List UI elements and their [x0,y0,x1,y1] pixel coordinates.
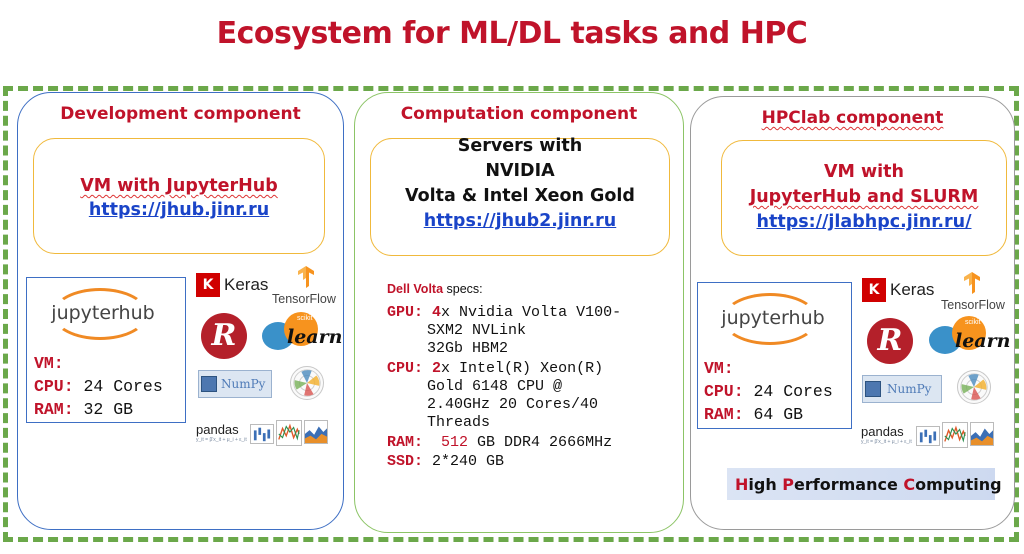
computation-line2: NVIDIA [485,161,555,181]
hpclab-seaborn-area-icon [970,422,994,446]
r-language-icon: R [201,313,247,359]
development-spec-ram: RAM: 32 GB [34,400,134,419]
computation-line1: Servers with [457,136,583,156]
computation-server-box [370,138,670,256]
computation-gpu-line3: 32Gb HBM2 [427,340,509,357]
computation-specs-title: Dell Volta specs: [387,282,483,296]
hpclab-vm-box [721,140,1007,256]
pandas-chart-icon [250,424,274,444]
tensorflow-label: TensorFlow [272,292,336,306]
keras-label: Keras [224,275,269,294]
development-link[interactable]: https://jhub.jinr.ru [88,200,270,220]
hpclab-title: HPClab component [761,108,944,128]
keras-icon: K [196,273,220,297]
matplotlib-icon [290,366,324,400]
sklearn-label: learn [287,326,343,348]
hpclab-pandas-label: pandas [861,424,904,439]
hpclab-keras-icon: K [862,278,886,302]
computation-link[interactable]: https://jhub2.jinr.ru [423,211,617,231]
hpclab-vm-line1: VM with [823,162,905,182]
jupyterhub-logo-text: jupyterhub [51,302,155,324]
computation-cpu-line2: Gold 6148 CPU @ [427,378,563,395]
hpclab-matplotlib-icon [957,370,991,404]
computation-cpu-line3: 2.40GHz 20 Cores/40 [427,396,599,413]
seaborn-area-icon [304,420,328,444]
ecosystem-frame [3,86,1019,542]
computation-ram-line: RAM: 512 GB DDR4 2666MHz [387,434,613,451]
hpclab-jupyterhub-logo-text: jupyterhub [721,307,825,329]
development-title: Development component [60,104,301,124]
development-vm-box [33,138,325,254]
page-title: Ecosystem for ML/DL tasks and HPC [216,16,808,51]
hpclab-sklearn-icon-orange [952,316,986,350]
sklearn-icon-orange [284,312,318,346]
hpclab-jupyterhub-logo [722,293,818,345]
hpclab-spec-vm: VM: [704,359,734,378]
computation-line3: Volta & Intel Xeon Gold [405,186,635,206]
computation-ssd-line: SSD: 2*240 GB [387,453,505,470]
pandas-label: pandas [196,422,239,437]
hpclab-tensorflow-label: TensorFlow [941,298,1005,312]
hpclab-sklearn-label: learn [955,330,1011,352]
development-vm-title: VM with JupyterHub [80,176,278,196]
development-spec-vm: VM: [34,354,64,373]
hpclab-spec-ram: RAM: 64 GB [704,405,804,424]
hpclab-tensorflow-icon [964,272,980,294]
hpc-banner [727,468,995,500]
hpc-banner-text: High Performance Computing [735,475,1002,494]
numpy-label: NumPy [198,370,272,398]
hpclab-seaborn-line-icon [942,422,968,448]
tensorflow-icon [298,266,314,288]
hpclab-pandas-tagline: y_it = β'x_it + μ_i + ε_it [861,439,912,445]
pandas-tagline: y_it = β'x_it + μ_i + ε_it [196,437,247,443]
development-spec-cpu: CPU: 24 Cores [34,377,163,396]
jupyterhub-logo [52,288,148,340]
hpclab-keras-label: Keras [890,280,935,299]
computation-cpu-line1: CPU: 2x Intel(R) Xeon(R) [387,360,604,377]
hpclab-spec-cpu: CPU: 24 Cores [704,382,833,401]
hpclab-pandas-chart-icon [916,426,940,446]
computation-gpu-line2: SXM2 NVLink [427,322,527,339]
hpclab-link[interactable]: https://jlabhpc.jinr.ru/ [756,212,972,232]
computation-title: Computation component [400,104,638,124]
seaborn-line-icon [276,420,302,446]
numpy-icon [201,376,217,392]
sklearn-small-label: scikit [297,315,313,322]
computation-cpu-line4: Threads [427,414,491,431]
hpclab-vm-line2: JupyterHub and SLURM [749,187,979,207]
hpclab-sklearn-small-label: scikit [965,319,981,326]
hpclab-numpy-icon [865,381,881,397]
hpclab-r-language-icon: R [867,318,913,364]
computation-gpu-line1: GPU: 4x Nvidia Volta V100- [387,304,622,321]
